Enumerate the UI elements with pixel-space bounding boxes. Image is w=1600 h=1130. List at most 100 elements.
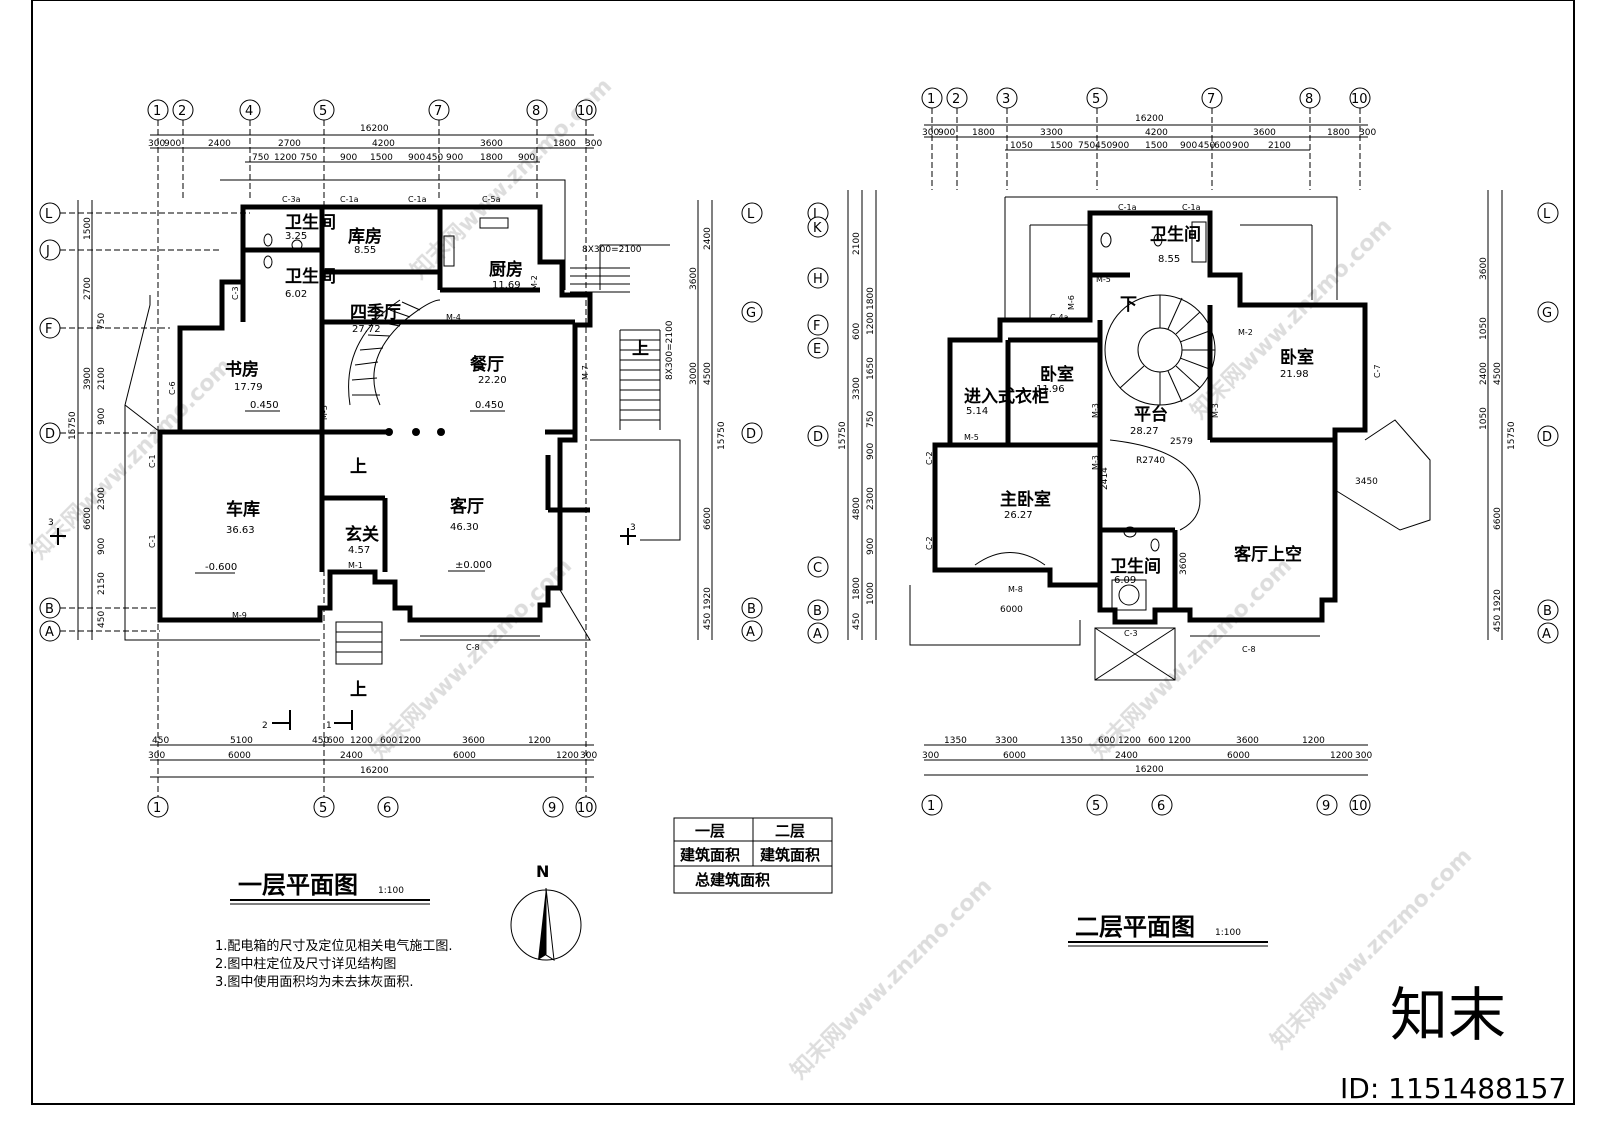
dimension: 1200 [1330,751,1353,761]
room-name: 车库 [226,499,260,520]
dimension: 1000 [866,582,876,605]
sheet-border [31,0,1575,1105]
axis-label: A [813,627,822,642]
room-area: 8.55 [1158,254,1180,265]
room-name: 卫生间 [285,212,336,233]
dimension: 1200 [1168,736,1191,746]
plan2-axis-bottom: 1 5 6 9 10 [921,794,1371,816]
dimension: 450 [97,611,107,628]
window-tag: C-1a [1182,203,1201,212]
dimension: 300 [922,128,939,138]
dimension: 1500 [370,153,393,163]
door-tag: M-4 [446,313,461,322]
dimension: 450 [1198,141,1215,151]
window-tag: C-1a [408,195,427,204]
door-tag: M-5 [1096,275,1111,284]
axis-label: 10 [1351,799,1368,814]
axis-label: 5 [1092,92,1100,107]
door-tag: M-3 [1091,403,1100,418]
dimension: 300 [580,751,597,761]
window-tag: C-8 [1242,645,1256,654]
table-cell: 总建筑面积 [695,871,770,889]
axis-label: 10 [577,104,594,119]
room-area: 8.55 [354,245,376,256]
axis-label: 8 [532,104,540,119]
dimension: 3600 [1479,257,1489,280]
dimension: 3600 [480,139,503,149]
area-table: 一层 二层 建筑面积 建筑面积 总建筑面积 [673,817,833,894]
door-tag: M-8 [1008,585,1023,594]
door-tag: M-2 [1238,328,1253,337]
watermark-text: 知末网www.znzmo.com [366,553,577,764]
axis-label: 1 [927,92,935,107]
room-name: 主卧室 [1000,489,1051,510]
up-label: 上 [350,457,367,477]
section-number: 3 [630,523,636,533]
axis-label: D [45,427,55,442]
dimension: 1050 [1010,141,1033,151]
axis-label: A [1542,627,1551,642]
dimension: 1650 [866,357,876,380]
overall-dimension: 16200 [1135,114,1164,124]
window-tag: C-1 [148,534,157,548]
watermark-text: 知末网www.znzmo.com [786,873,997,1084]
dimension: 2100 [1268,141,1291,151]
dimension: 450 [312,736,329,746]
door-tag: M-7 [581,365,590,380]
floor-level: 0.450 [250,400,279,411]
dimension: 3300 [995,736,1018,746]
dimension: 300 [1355,751,1372,761]
dimension: 2400 [208,139,231,149]
down-label: 下 [1120,295,1137,315]
dimension: 2400 [1115,751,1138,761]
room-name: 进入式衣柜 [964,386,1049,407]
plan1-axis-top: 1 2 4 5 7 8 10 [147,99,597,121]
room-area: 22.20 [478,375,507,386]
dimension: 2100 [97,367,107,390]
dimension: 1920 [1493,589,1503,612]
overall-dimension: 16200 [360,766,389,776]
dimension: 4200 [1145,128,1168,138]
axis-label: E [813,342,821,357]
plan2-axis-right: L G D B A [1537,202,1559,644]
axis-label: 2 [178,104,186,119]
dimension: 4200 [372,139,395,149]
axis-label: 4 [245,104,253,119]
plan2-fixtures [974,221,1207,611]
dimension: 900 [97,408,107,425]
dimension: 900 [866,538,876,555]
window-tag: C-2 [925,451,934,465]
table-header: 二层 [775,822,805,840]
section-number: 3 [48,518,54,528]
plan-title: 一层平面图 [238,871,358,899]
watermark-logo: 知末 [1390,981,1506,1049]
floor-level: -0.600 [205,562,237,573]
axis-label: D [1542,430,1552,445]
dimension: 4800 [852,497,862,520]
axis-label: L [747,207,755,222]
dimension: 600 [327,736,344,746]
dimension: 900 [164,139,181,149]
note-line: 2.图中柱定位及尺寸详见结构图 [215,957,396,972]
plan1-columns [385,428,445,436]
window-tag: C-3a [282,195,301,204]
dimension: 1200 [1118,736,1141,746]
axis-label: L [813,207,821,222]
window-tag: C-1a [340,195,359,204]
dimension: 1800 [553,139,576,149]
room-name: 库房 [348,226,382,247]
dimension: 1800 [972,128,995,138]
dimension: 1800 [1327,128,1350,138]
axis-label: G [1542,306,1552,321]
window-tag: C-5a [482,195,501,204]
north-label: N [536,862,549,881]
room-area: 3.25 [285,231,307,242]
dimension: 4500 [1493,362,1503,385]
dimension: 6600 [1493,507,1503,530]
axis-label: 5 [319,801,327,816]
dimension: 300 [148,751,165,761]
axis-label: H [813,272,823,287]
dimension: 300 [1359,128,1376,138]
plan1-stairs [335,267,660,665]
